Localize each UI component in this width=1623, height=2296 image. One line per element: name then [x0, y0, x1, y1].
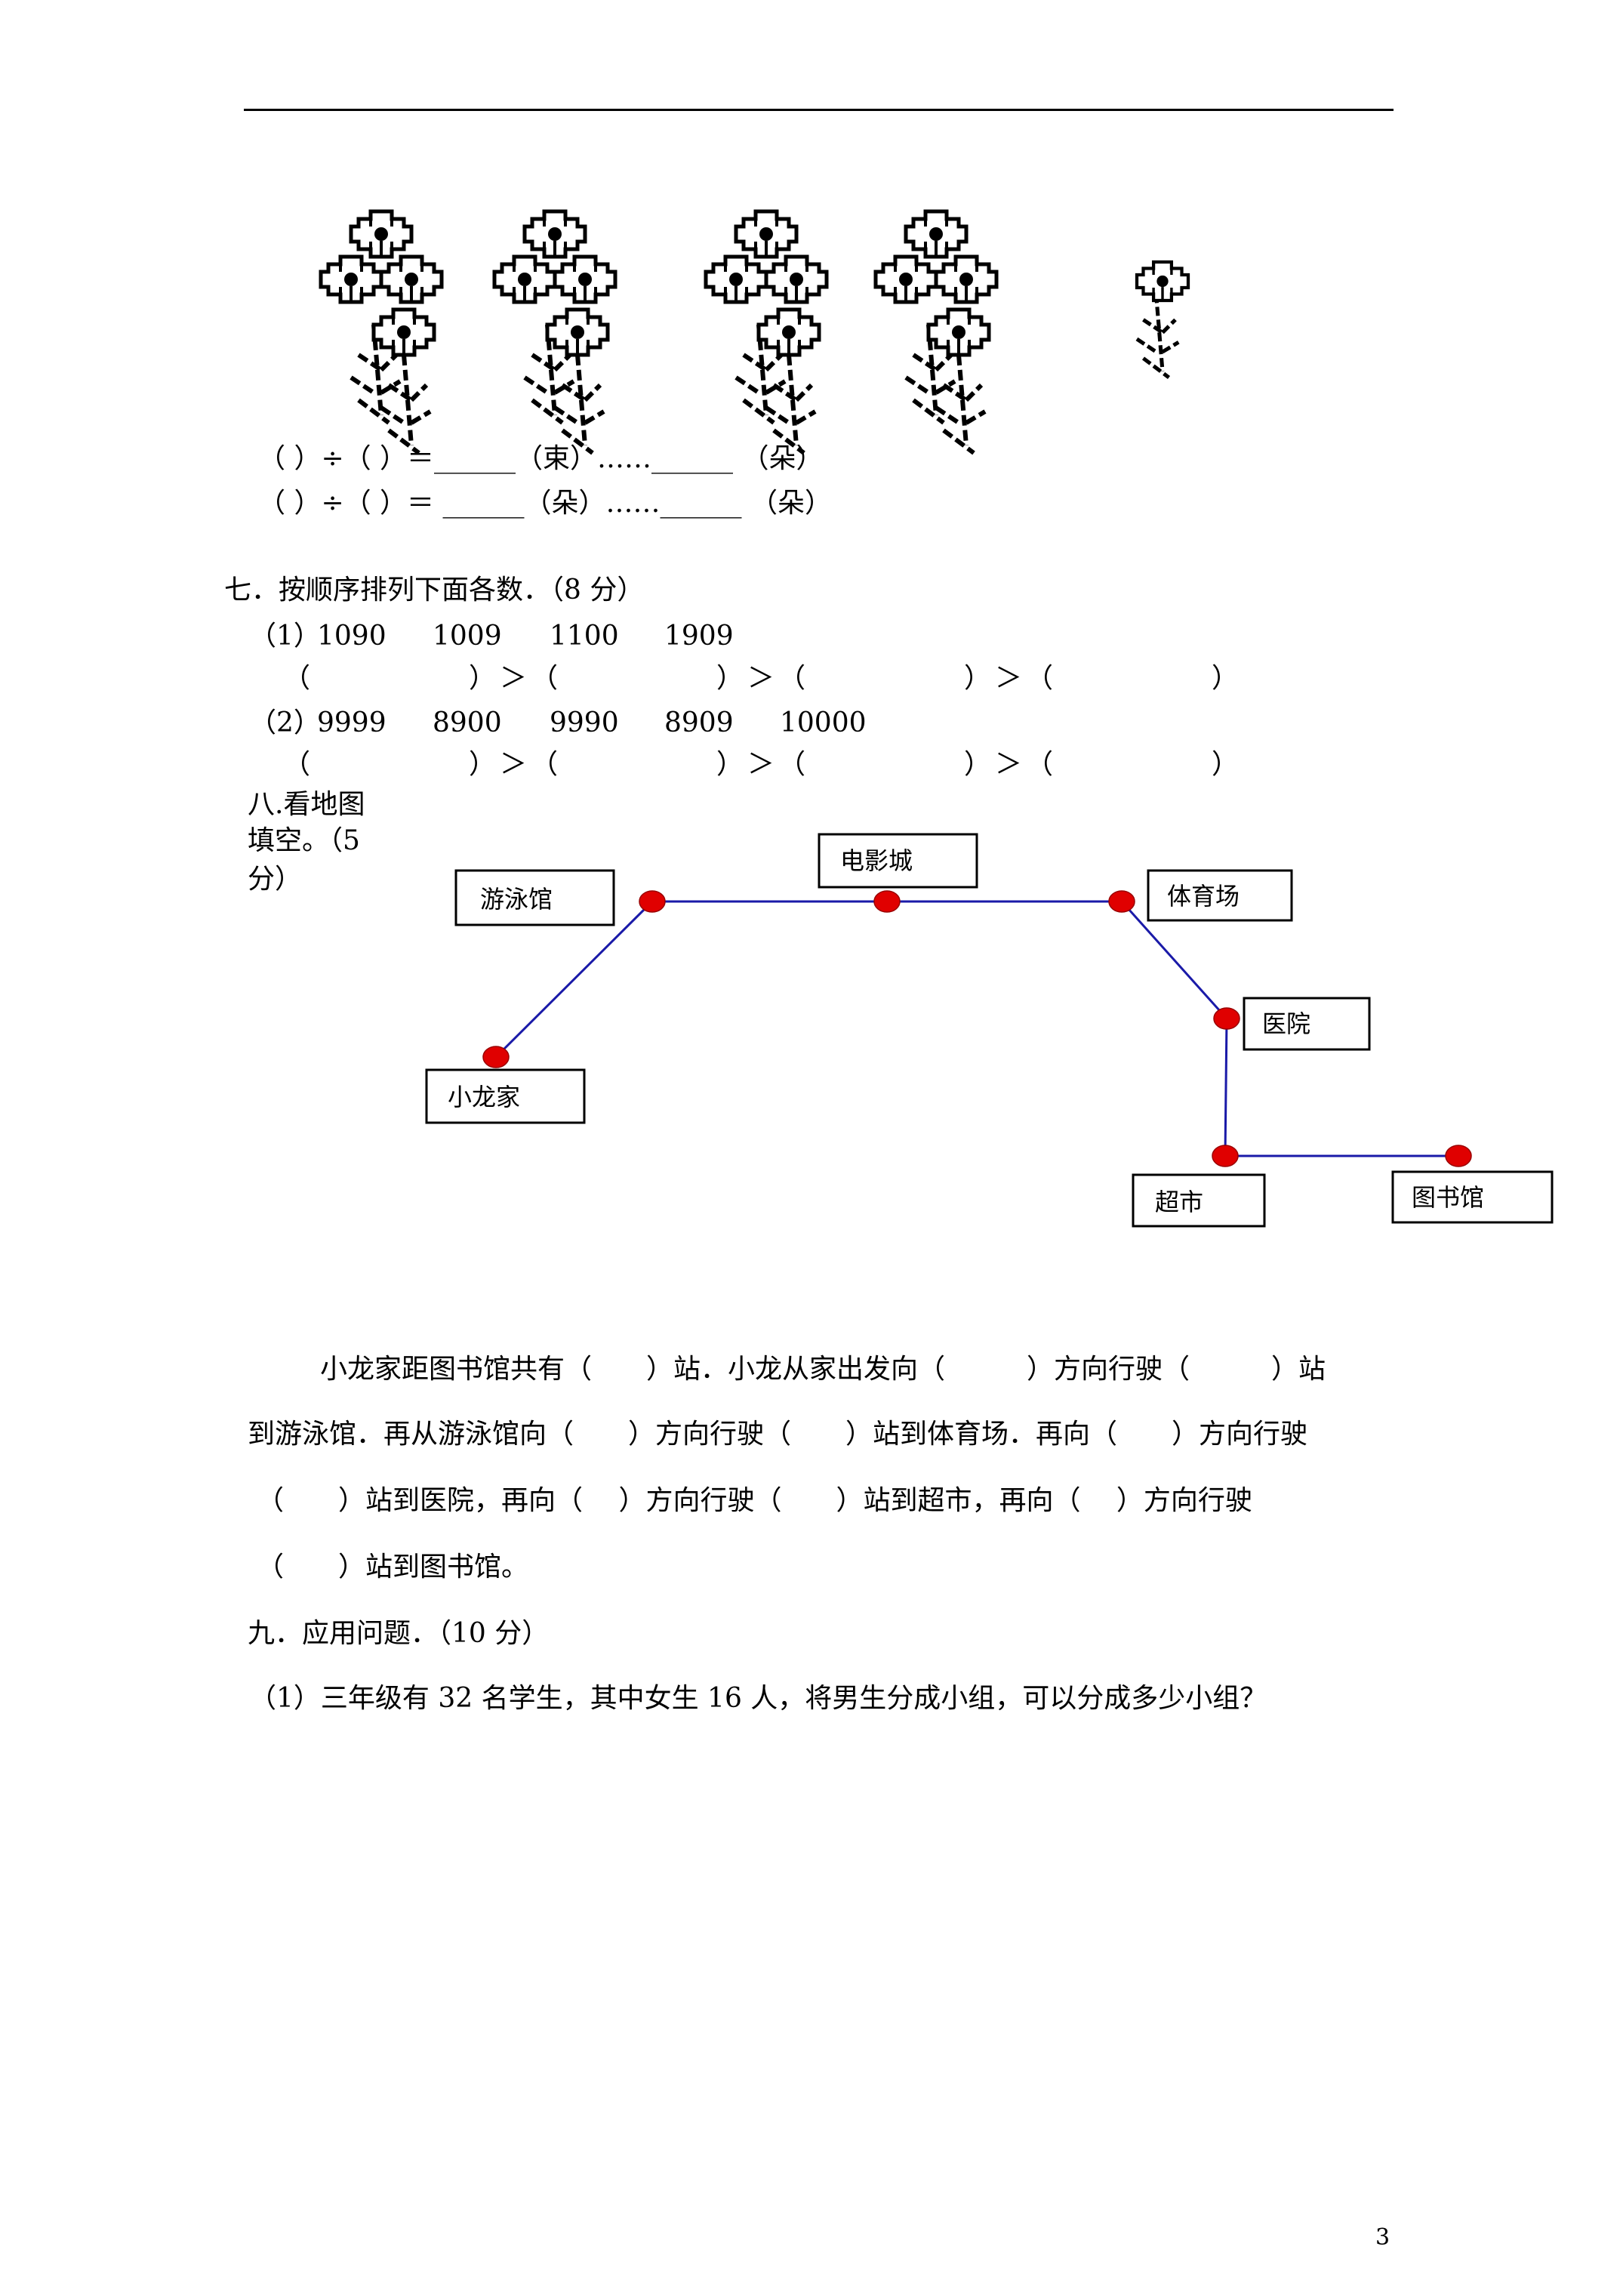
route-segment [494, 900, 654, 1059]
q7-number: 10000 [780, 707, 867, 738]
flower-icon [555, 257, 615, 302]
division-equation-1: （ ）÷（ ）＝______（束）……______ （朵） [258, 443, 824, 474]
q7-number: 8909 [664, 707, 734, 738]
flower-icon [936, 257, 996, 302]
flower-icon [321, 257, 381, 302]
flower-icon [929, 310, 989, 355]
q7-part1-answer-row[interactable]: （ ）＞（ ）＞（ ）＞（ ） [283, 663, 1243, 694]
station-dot [1212, 1145, 1239, 1167]
flower-icon [759, 310, 819, 355]
flower-icon [876, 257, 936, 302]
q9-problem-1: （1）三年级有 32 名学生，其中女生 16 人，将男生分成小组，可以分成多少小… [249, 1683, 1267, 1714]
flower-icon [381, 257, 442, 302]
flower-bunch [876, 211, 996, 453]
place-box-supermarket [1132, 1173, 1266, 1228]
q7-number: 1909 [664, 621, 734, 652]
flower-bunch [1137, 262, 1188, 378]
place-label: 超市 [1155, 1188, 1203, 1216]
q7-number: 1009 [433, 621, 502, 652]
q7-title: 七．按顺序排列下面各数．（8 分） [224, 575, 645, 606]
station-dot [482, 1046, 510, 1068]
page-number: 3 [1375, 2224, 1390, 2251]
q8-title-line: 分） [248, 864, 303, 895]
flower-bunch [706, 211, 827, 453]
flower-icon [1137, 262, 1188, 300]
place-box-swimming-pool [454, 869, 615, 926]
place-box-stadium [1147, 869, 1293, 922]
flower-icon [706, 257, 766, 302]
q7-number: 8900 [433, 707, 502, 738]
flower-icon [766, 257, 827, 302]
q7-part2-label: （2） [249, 707, 321, 738]
q8-paragraph-line: 小龙家距图书馆共有（ ）站．小龙从家出发向（ ）方向行驶（ ）站 [320, 1354, 1326, 1385]
q8-title-line: 填空。（5 [248, 825, 360, 856]
flower-bunch [321, 211, 442, 453]
flower-icon [351, 211, 411, 257]
route-segment [1120, 900, 1228, 1020]
q7-part2-answer-row[interactable]: （ ）＞（ ）＞（ ）＞（ ） [283, 749, 1243, 780]
flower-icon [736, 211, 796, 257]
place-label: 小龙家 [448, 1083, 520, 1111]
flower-icon [525, 211, 585, 257]
flower-icon [547, 310, 608, 355]
q9-title: 九．应用问题．（10 分） [248, 1618, 550, 1649]
place-label: 电影城 [840, 846, 913, 875]
q7-number: 1100 [550, 621, 619, 652]
route-segment [1224, 1018, 1228, 1157]
place-label: 图书馆 [1412, 1183, 1484, 1212]
q8-paragraph-line: 到游泳馆．再从游泳馆向（ ）方向行驶（ ）站到体育场．再向（ ）方向行驶 [248, 1419, 1308, 1450]
flower-icon [374, 310, 434, 355]
q8-title-line: 八.看地图 [248, 789, 365, 820]
q7-part1-label: （1） [249, 621, 321, 652]
place-box-cinema [818, 833, 978, 889]
station-dot [1108, 890, 1135, 913]
station-dot [639, 890, 666, 913]
place-box-hospital [1243, 997, 1371, 1051]
station-dot [1445, 1145, 1472, 1167]
q7-number: 9999 [317, 707, 387, 738]
q7-number: 1090 [317, 621, 387, 652]
station-dot [873, 890, 901, 913]
station-dot [1213, 1007, 1240, 1030]
place-label: 医院 [1262, 1009, 1310, 1038]
flower-icon [494, 257, 555, 302]
place-box-library [1391, 1170, 1554, 1224]
flower-icon [906, 211, 966, 257]
q8-paragraph-line: （ ）站到图书馆。 [257, 1552, 529, 1583]
place-label: 游泳馆 [480, 885, 553, 914]
place-box-home [425, 1068, 586, 1124]
q8-paragraph-line: （ ）站到医院，再向（ ）方向行驶（ ）站到超市，再向（ ）方向行驶 [257, 1485, 1252, 1516]
division-equation-2: （ ）÷（ ）＝ ______（朵）……______ （朵） [258, 488, 832, 519]
header-rule [244, 109, 1394, 111]
flower-illustration [0, 0, 1623, 468]
q7-number: 9990 [550, 707, 619, 738]
place-label: 体育场 [1167, 882, 1240, 911]
flower-bunch [494, 211, 615, 453]
